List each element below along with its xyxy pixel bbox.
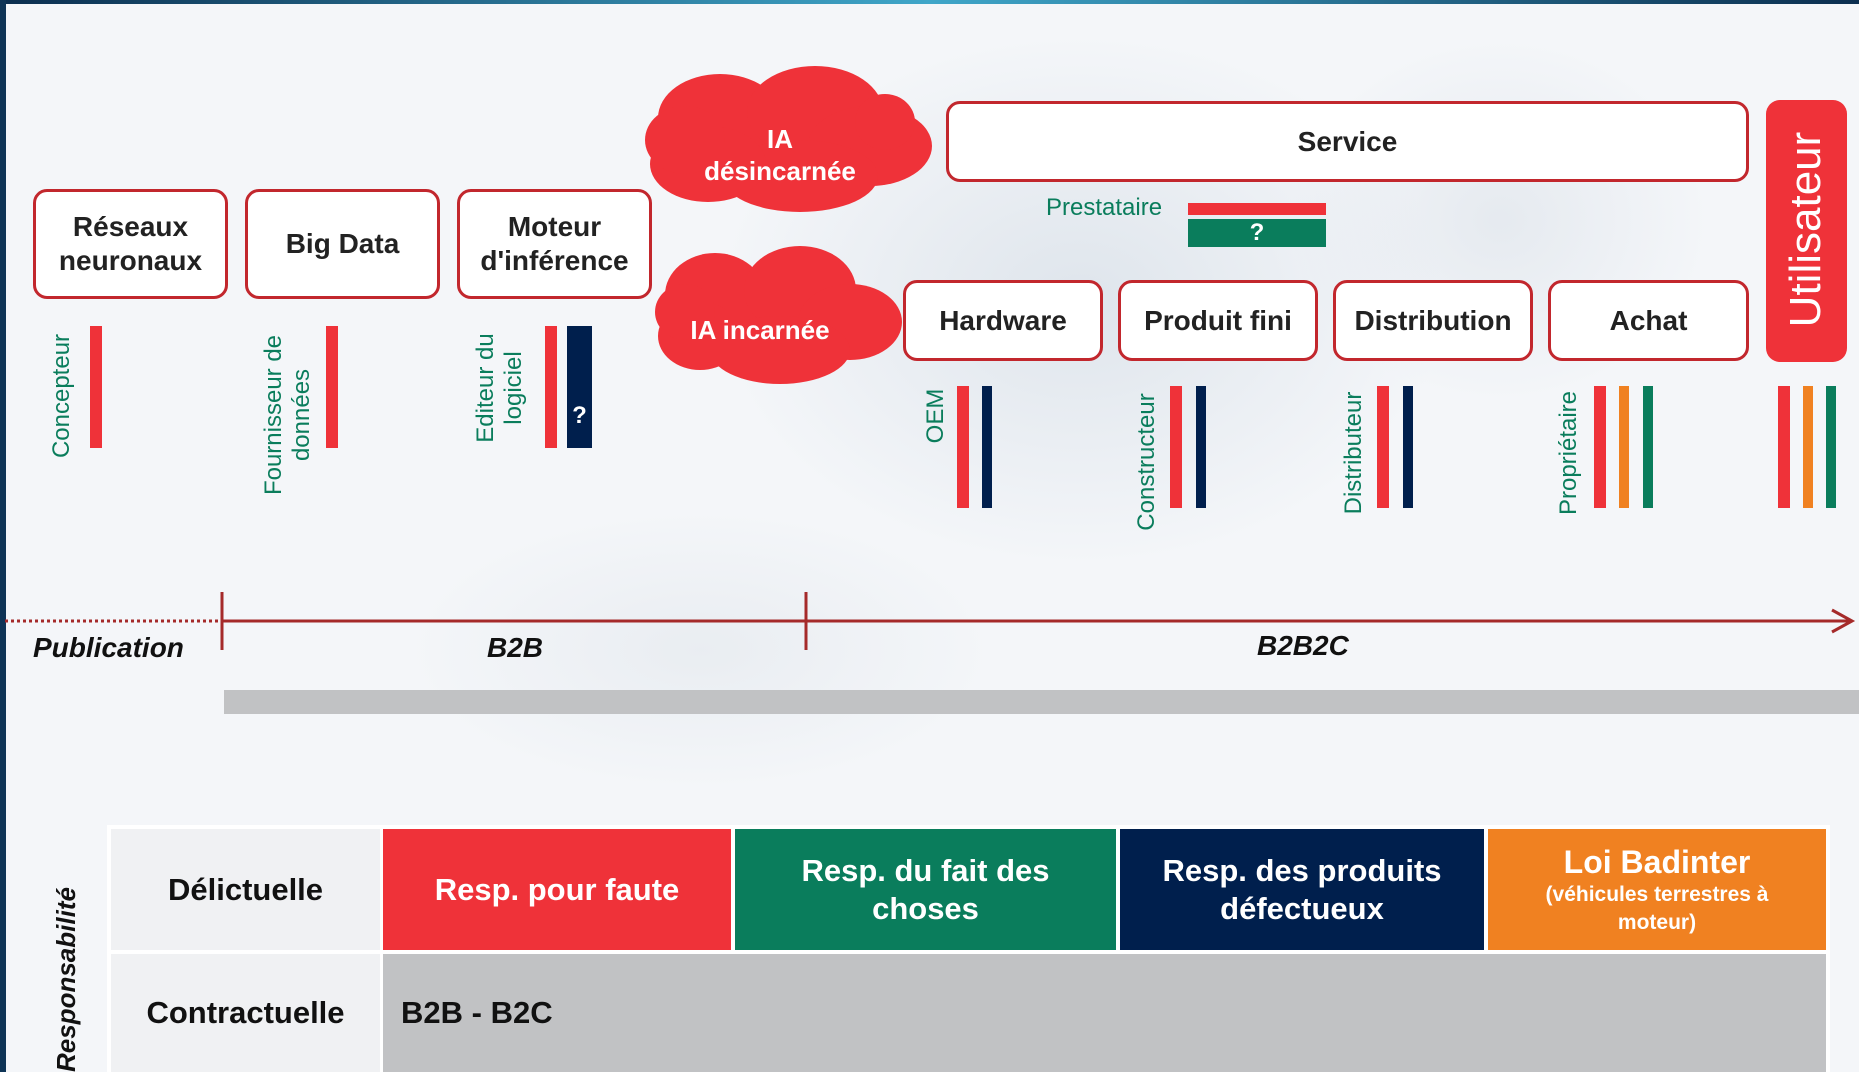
cell-loi-badinter: Loi Badinter (véhicules terrestres à mot… <box>1488 829 1826 950</box>
bar-constructeur-red <box>1170 386 1182 508</box>
top-accent-bar <box>0 0 1859 4</box>
bar-proprietaire-orange <box>1619 386 1629 508</box>
box-hardware: Hardware <box>903 280 1103 361</box>
cell-resp-pour-faute: Resp. pour faute <box>383 829 731 950</box>
cloud-label-desincarnee: IA désincarnée <box>704 124 856 186</box>
bar-proprietaire-red <box>1594 386 1606 508</box>
label-fournisseur: Fournisseur de données <box>260 334 315 496</box>
label-editeur: Editeur du logiciel <box>472 333 527 443</box>
prestataire-green-bar <box>1188 219 1326 247</box>
left-edge-bar <box>0 0 6 1072</box>
badinter-subtitle: (véhicules terrestres à moteur) <box>1545 882 1769 934</box>
bar-oem-red <box>957 386 969 508</box>
cell-resp-produits-defectueux: Resp. des produits défectueux <box>1120 829 1484 950</box>
row-label-contractuelle: Contractuelle <box>111 954 380 1072</box>
prestataire-red-bar <box>1188 203 1326 215</box>
cloud-ia-incarnee <box>655 246 902 384</box>
box-moteur-inference: Moteur d'inférence <box>457 189 652 299</box>
row-label-delictuelle: Délictuelle <box>111 829 380 950</box>
cloud-label-incarnee: IA incarnée <box>690 315 830 345</box>
bar-concepteur-red <box>90 326 102 448</box>
box-big-data: Big Data <box>245 189 440 299</box>
badinter-title: Loi Badinter <box>1563 843 1751 880</box>
bar-editeur-navy <box>567 326 592 448</box>
axis-b2b: B2B <box>487 632 544 663</box>
prestataire-label: Prestataire <box>1046 194 1163 221</box>
box-achat: Achat <box>1548 280 1749 361</box>
bar-utilisateur-orange <box>1803 386 1813 508</box>
box-utilisateur: Utilisateur <box>1766 100 1847 362</box>
bar-utilisateur-green <box>1826 386 1836 508</box>
label-proprietaire: Propriétaire <box>1555 390 1582 516</box>
label-oem: OEM <box>922 388 949 444</box>
bar-editeur-red <box>545 326 557 448</box>
bar-utilisateur-red <box>1778 386 1790 508</box>
utilisateur-label: Utilisateur <box>1781 131 1830 328</box>
prestataire-question-mark: ? <box>1249 219 1265 246</box>
box-reseaux-neuronaux: Réseaux neuronaux <box>33 189 228 299</box>
label-constructeur: Constructeur <box>1133 393 1160 531</box>
timeline-axis <box>5 592 1856 650</box>
bar-fournisseur-red <box>326 326 338 448</box>
label-distributeur: Distributeur <box>1340 391 1367 515</box>
bar-distributeur-red <box>1377 386 1389 508</box>
bar-proprietaire-green <box>1643 386 1653 508</box>
grey-separator-bar <box>224 690 1859 714</box>
axis-b2b2c: B2B2C <box>1257 630 1349 661</box>
cell-resp-fait-des-choses: Resp. du fait des choses <box>735 829 1116 950</box>
box-service: Service <box>946 101 1749 182</box>
table-side-label: Responsabilité <box>51 887 81 1072</box>
cell-contractuelle-value: B2B - B2C <box>383 954 1826 1072</box>
bar-oem-navy <box>982 386 992 508</box>
label-concepteur: Concepteur <box>48 333 75 459</box>
box-distribution: Distribution <box>1333 280 1533 361</box>
box-produit-fini: Produit fini <box>1118 280 1318 361</box>
bar-constructeur-navy <box>1196 386 1206 508</box>
editeur-question-mark: ? <box>572 402 587 429</box>
bar-distributeur-navy <box>1403 386 1413 508</box>
axis-publication: Publication <box>33 632 184 663</box>
